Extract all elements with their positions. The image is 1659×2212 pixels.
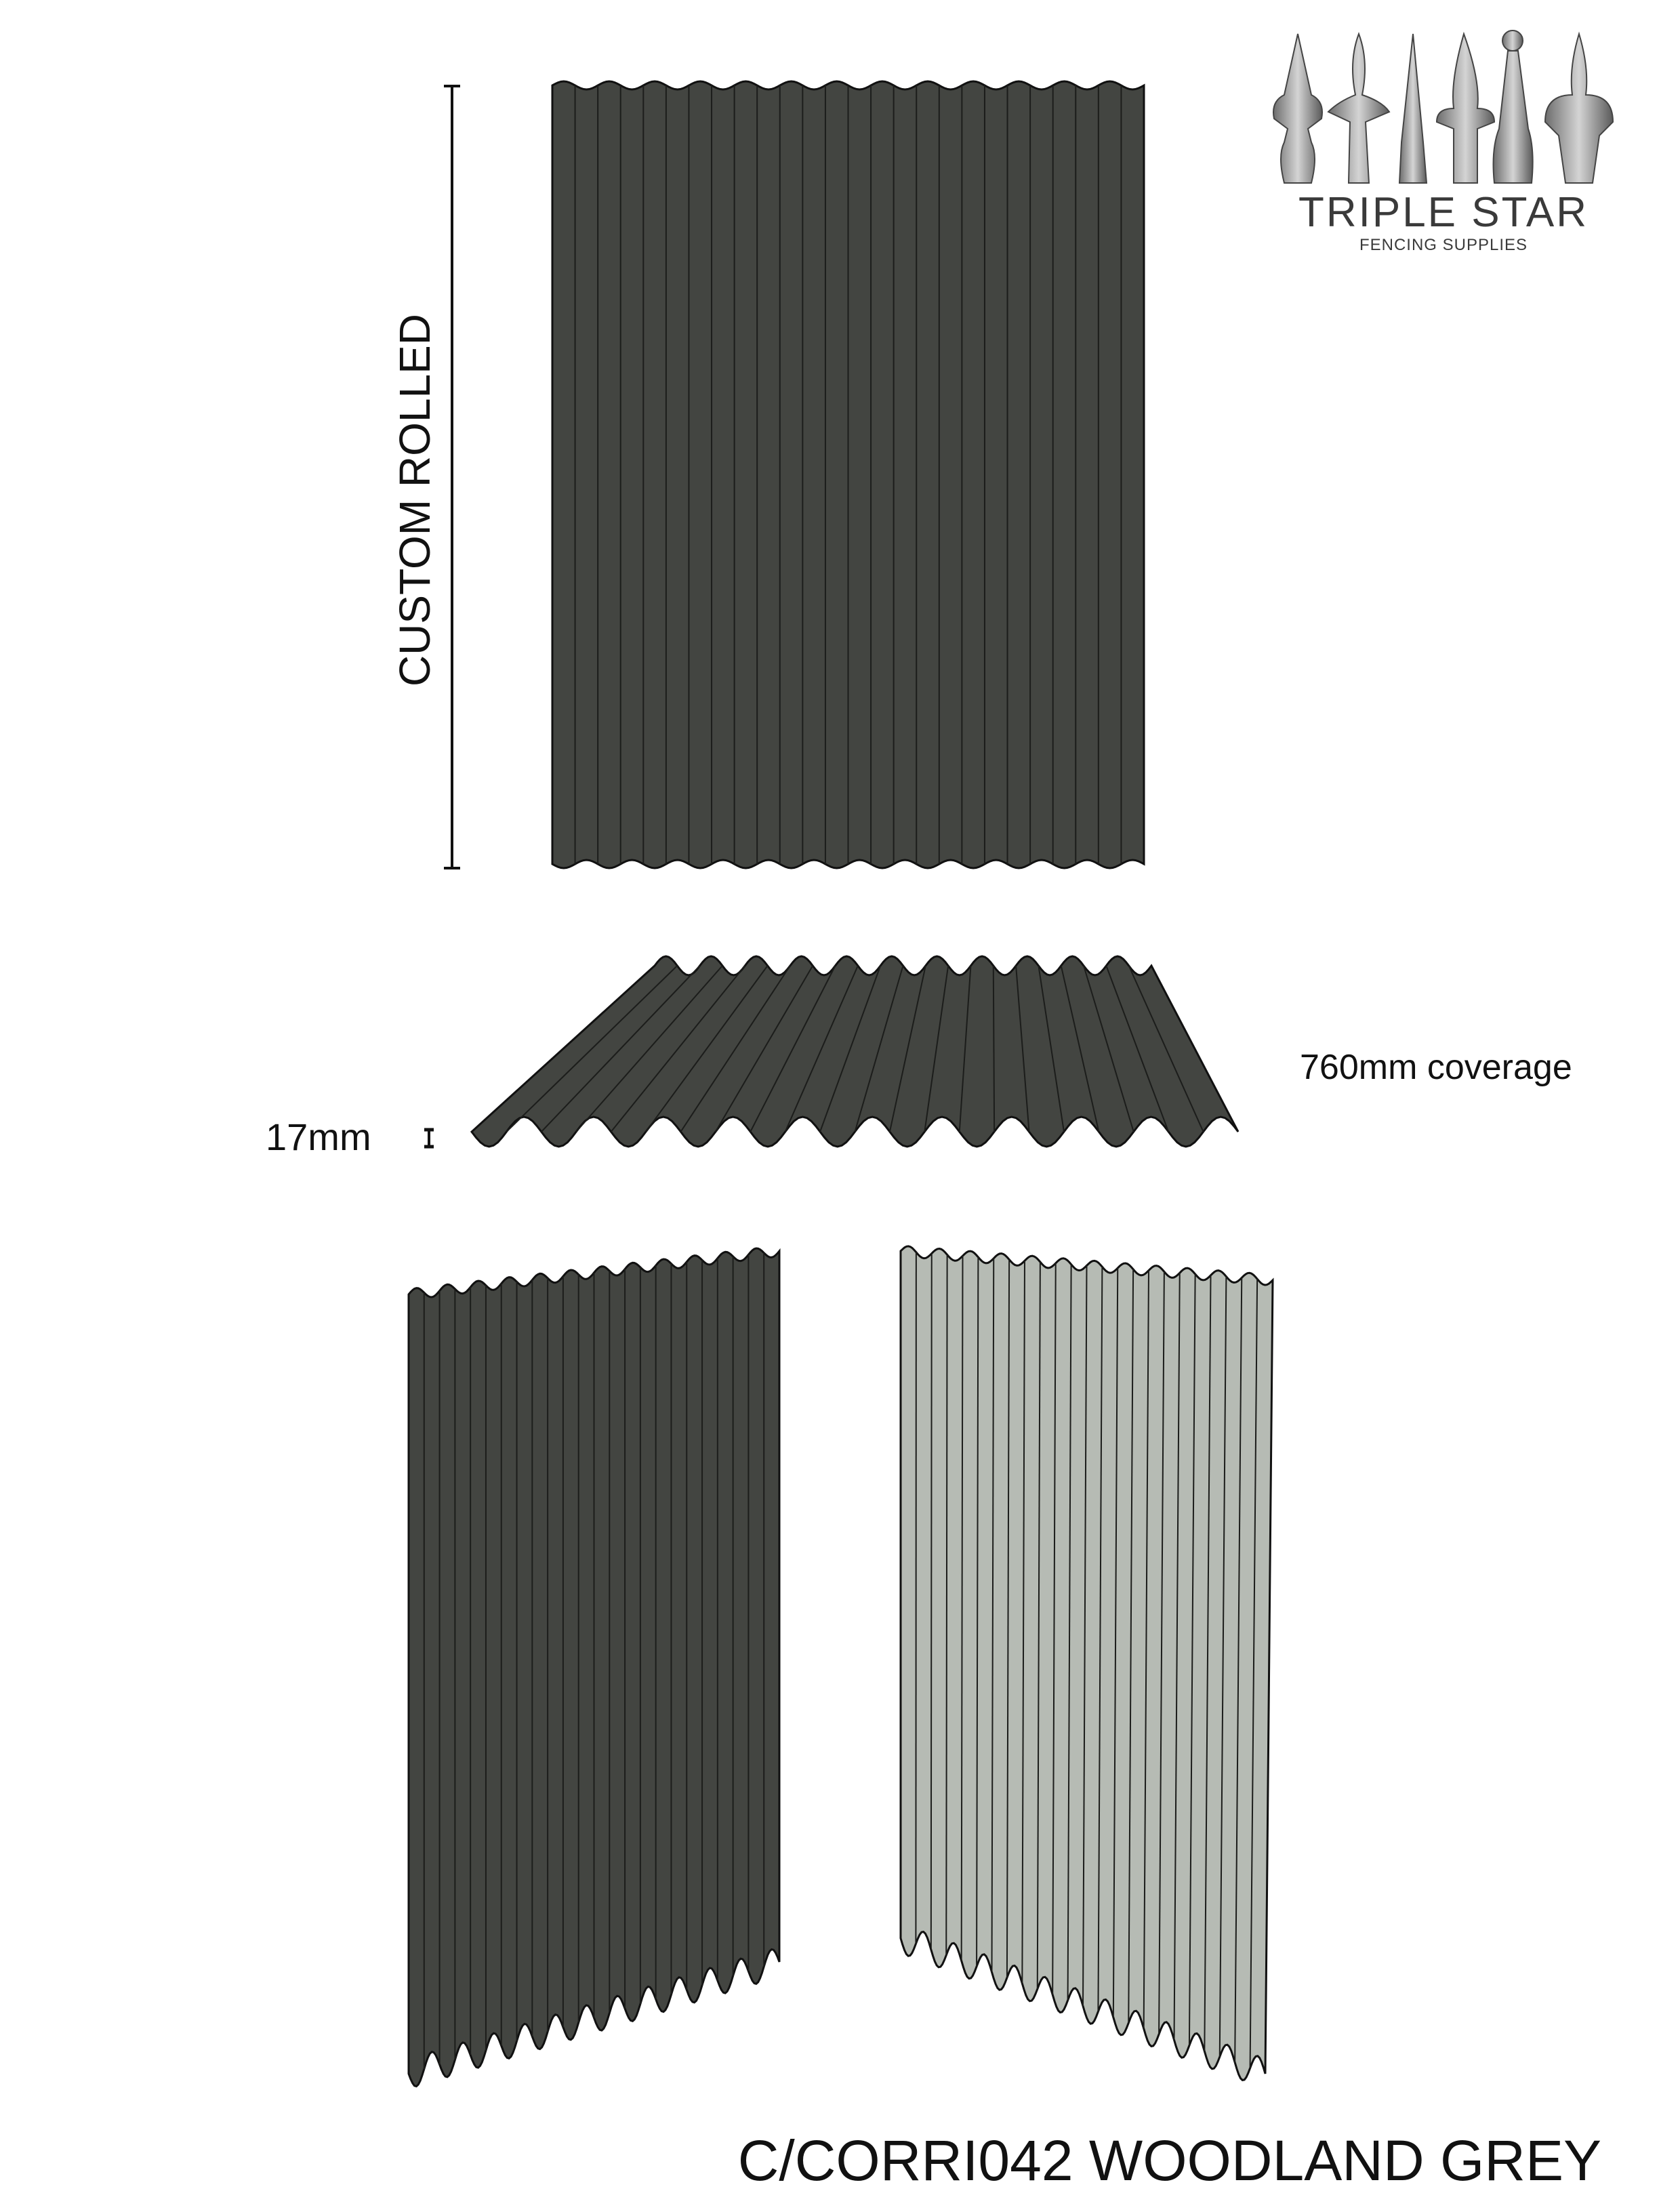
triple-star-logo: TRIPLE STAR FENCING SUPPLIES: [1261, 27, 1626, 258]
rib-line: [930, 1253, 933, 1950]
rib-line: [1158, 1271, 1165, 2034]
rib-line: [1036, 1262, 1041, 1990]
rib-line: [1143, 1270, 1149, 2029]
rib-line: [960, 1256, 964, 1961]
sheet-body: [470, 955, 1240, 1148]
rib-line: [819, 965, 882, 1132]
rib-line: [506, 965, 678, 1132]
rib-line: [888, 965, 926, 1132]
rib-line: [1021, 1261, 1025, 1984]
sheet-panel-left-topside: [407, 1247, 781, 2088]
rib-line: [991, 1258, 995, 1973]
sheet-perspective-view: [470, 955, 1240, 1148]
rib-line: [1188, 1274, 1196, 2046]
rib-line: [1052, 1263, 1057, 1995]
rib-line: [1218, 1276, 1227, 2057]
rib-line: [1015, 965, 1030, 1132]
rib-line: [1083, 965, 1134, 1132]
rib-line: [854, 965, 904, 1132]
logo-subtitle: FENCING SUPPLIES: [1359, 236, 1528, 254]
rib-line: [541, 965, 701, 1132]
product-title: C/CORRI042 WOODLAND GREY: [737, 2129, 1601, 2192]
rib-line: [1112, 1268, 1119, 2018]
rib-line: [1128, 965, 1204, 1132]
coverage-label: 760mm coverage: [1300, 1048, 1572, 1087]
rib-line: [680, 965, 791, 1132]
rib-line: [1234, 1277, 1243, 2063]
rib-line: [1204, 1275, 1212, 2051]
flat-sheet-front-view: [551, 80, 1145, 869]
rib-line: [1128, 1269, 1134, 2024]
rib-line: [958, 965, 972, 1132]
rib-line: [750, 965, 836, 1132]
rib-line: [1060, 965, 1100, 1132]
rib-line: [976, 1256, 979, 1967]
rib-line: [1105, 965, 1170, 1132]
rib-line: [924, 965, 949, 1132]
rib-line: [1097, 1267, 1103, 2012]
sheet-panel-right-underside: [899, 1245, 1274, 2082]
rib-line: [1173, 1273, 1181, 2041]
rib-line: [1082, 1265, 1088, 2007]
rib-line: [1249, 1279, 1258, 2068]
rib-line: [1006, 1259, 1010, 1978]
rib-line: [575, 965, 723, 1132]
rib-line: [645, 965, 769, 1132]
rib-line: [945, 1254, 948, 1956]
rib-line: [1038, 965, 1065, 1132]
rib-line: [1067, 1264, 1072, 2001]
length-label: CUSTOM ROLLED: [390, 313, 439, 687]
height-dimension-icon: [424, 1128, 434, 1149]
rib-line: [715, 965, 814, 1132]
rib-line: [784, 965, 859, 1132]
finial-spears-icon: [1273, 30, 1614, 184]
rib-line: [610, 965, 746, 1132]
logo-title: TRIPLE STAR: [1298, 189, 1589, 236]
profile-height-label: 17mm: [266, 1115, 371, 1158]
